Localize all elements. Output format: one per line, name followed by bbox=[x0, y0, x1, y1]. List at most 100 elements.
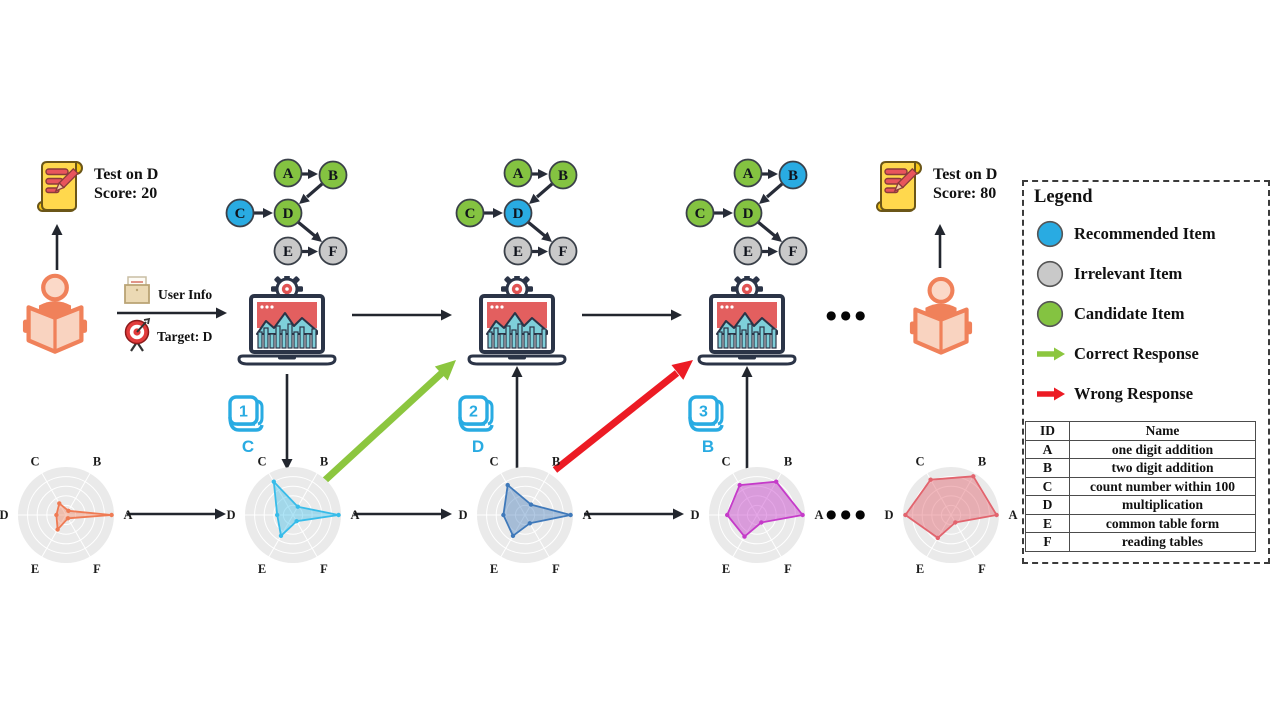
skill-id: D bbox=[1025, 495, 1070, 515]
svg-text:D: D bbox=[884, 508, 893, 522]
graph-node-A: A bbox=[273, 158, 303, 188]
svg-text:C: C bbox=[489, 455, 498, 469]
table-row: A one digit addition bbox=[1025, 439, 1256, 459]
graph-node-D: D bbox=[503, 198, 533, 228]
graph-node-F: F bbox=[778, 236, 808, 266]
svg-text:A: A bbox=[350, 508, 359, 522]
svg-text:2: 2 bbox=[469, 404, 478, 421]
test-label-right: Test on D bbox=[933, 166, 998, 183]
test-label-left: Test on D bbox=[94, 166, 159, 183]
svg-text:C: C bbox=[915, 455, 924, 469]
graph-node-E: E bbox=[733, 236, 763, 266]
svg-text:C: C bbox=[721, 455, 730, 469]
svg-text:B: B bbox=[328, 168, 338, 184]
graph-node-E: E bbox=[273, 236, 303, 266]
legend-title: Legend bbox=[1034, 187, 1093, 207]
svg-text:E: E bbox=[490, 562, 498, 576]
legend-label: Correct Response bbox=[1074, 344, 1199, 363]
graph-node-F: F bbox=[318, 236, 348, 266]
svg-text:A: A bbox=[513, 166, 524, 182]
score-label-left: Score: 20 bbox=[94, 185, 158, 202]
svg-text:1: 1 bbox=[239, 404, 248, 421]
svg-text:A: A bbox=[1008, 508, 1017, 522]
book-skill-letter-1: C bbox=[241, 437, 255, 456]
skill-name: reading tables bbox=[1069, 532, 1256, 552]
skill-name: two digit addition bbox=[1069, 458, 1256, 478]
wrong-response-arrow-head bbox=[671, 360, 693, 380]
pencil-glyph bbox=[54, 167, 79, 193]
svg-text:E: E bbox=[283, 244, 293, 260]
svg-text:B: B bbox=[93, 455, 101, 469]
skill-name: common table form bbox=[1069, 513, 1256, 533]
svg-text:F: F bbox=[328, 244, 337, 260]
svg-text:E: E bbox=[743, 244, 753, 260]
graph-node-D: D bbox=[733, 198, 763, 228]
svg-text:E: E bbox=[258, 562, 266, 576]
svg-text:A: A bbox=[814, 508, 823, 522]
svg-text:F: F bbox=[978, 562, 986, 576]
svg-text:A: A bbox=[283, 166, 294, 182]
recommended-item-swatch-icon bbox=[1036, 220, 1064, 248]
svg-text:D: D bbox=[690, 508, 699, 522]
black-arrow-lines bbox=[55, 232, 942, 516]
skill-id: B bbox=[1025, 458, 1070, 478]
correct-response-arrow-line bbox=[319, 368, 447, 486]
svg-text:D: D bbox=[283, 206, 294, 222]
user-info-folder-icon bbox=[124, 276, 150, 304]
candidate-item-swatch-icon bbox=[1036, 300, 1064, 328]
book-skill-letter-2: D bbox=[471, 437, 485, 456]
table-row: D multiplication bbox=[1025, 495, 1256, 515]
graph-node-B: B bbox=[318, 160, 348, 190]
svg-text:F: F bbox=[788, 244, 797, 260]
svg-text:A: A bbox=[743, 166, 754, 182]
svg-text:B: B bbox=[320, 455, 328, 469]
svg-text:E: E bbox=[916, 562, 924, 576]
svg-text:D: D bbox=[458, 508, 467, 522]
graph-node-B: B bbox=[548, 160, 578, 190]
score-label-right: Score: 80 bbox=[933, 185, 997, 202]
test-scroll-icon-right bbox=[876, 161, 922, 212]
skill-name: one digit addition bbox=[1069, 439, 1256, 459]
skill-id: E bbox=[1025, 513, 1070, 533]
ellipsis-radar-row: ●●● bbox=[826, 507, 870, 521]
irrelevant-item-swatch-icon bbox=[1036, 260, 1064, 288]
legend-item-correct: Correct Response bbox=[1036, 340, 1199, 368]
target-label: Target: D bbox=[157, 329, 213, 344]
graph-node-B: B bbox=[778, 160, 808, 190]
recommender-laptop-icon-3 bbox=[697, 276, 797, 366]
target-icon bbox=[124, 317, 151, 352]
graph-edges bbox=[254, 169, 324, 257]
table-row: F reading tables bbox=[1025, 532, 1256, 552]
skill-id: F bbox=[1025, 532, 1070, 552]
skill-table-header-row: ID Name bbox=[1025, 421, 1256, 441]
skill-id: C bbox=[1025, 476, 1070, 496]
svg-text:E: E bbox=[513, 244, 523, 260]
test-result-left: Test on D Score: 20 bbox=[94, 165, 158, 203]
svg-text:3: 3 bbox=[699, 404, 708, 421]
svg-text:D: D bbox=[513, 206, 524, 222]
recommender-laptop-icon-2 bbox=[467, 276, 567, 366]
graph-node-A: A bbox=[733, 158, 763, 188]
svg-text:D: D bbox=[0, 508, 9, 522]
svg-text:C: C bbox=[235, 206, 246, 222]
correct-response-arrow-icon bbox=[1037, 347, 1065, 361]
svg-text:A: A bbox=[123, 508, 132, 522]
book-skill-letter-3: B bbox=[701, 437, 715, 456]
table-row: C count number within 100 bbox=[1025, 476, 1256, 496]
textbook-icon-2: 2 bbox=[458, 395, 494, 432]
textbook-icon-3: 3 bbox=[688, 395, 724, 432]
legend-label: Recommended Item bbox=[1074, 224, 1216, 243]
legend-label: Candidate Item bbox=[1074, 304, 1185, 323]
svg-text:E: E bbox=[31, 562, 39, 576]
svg-text:B: B bbox=[552, 455, 560, 469]
legend-label: Irrelevant Item bbox=[1074, 264, 1183, 283]
graph-node-C: C bbox=[685, 198, 715, 228]
legend-item-recommended: Recommended Item bbox=[1036, 220, 1216, 248]
svg-text:F: F bbox=[558, 244, 567, 260]
black-arrow-heads bbox=[51, 224, 946, 520]
